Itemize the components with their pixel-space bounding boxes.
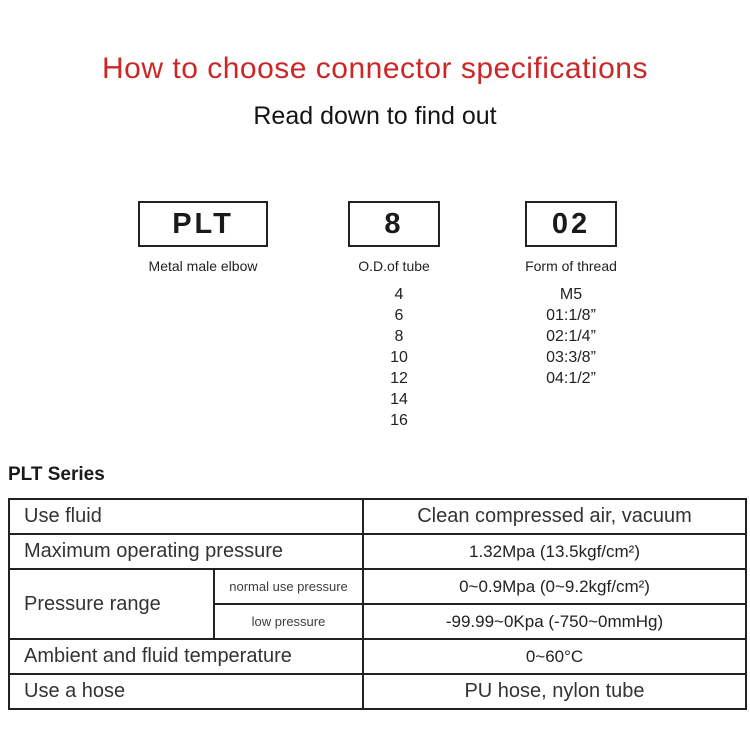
tube-size-option: 10 xyxy=(390,349,408,366)
table-row-use-fluid: Use fluid Clean compressed air, vacuum xyxy=(8,498,747,535)
page-title: How to choose connector specifications xyxy=(102,52,648,85)
page-subtitle: Read down to find out xyxy=(253,102,497,130)
thread-form-option: M5 xyxy=(559,286,583,303)
row-label: Pressure range xyxy=(8,568,215,640)
thread-form-option: 02:1/4” xyxy=(546,328,596,345)
model-code-box-series: PLT xyxy=(138,201,268,247)
series-heading: PLT Series xyxy=(8,464,105,485)
tube-size-option: 4 xyxy=(394,286,404,303)
thread-form-option: 04:1/2” xyxy=(546,370,596,387)
model-code-label-tube-od: O.D.of tube xyxy=(358,258,430,274)
table-row-pressure-range-normal: Pressure range normal use pressure 0~0.9… xyxy=(8,568,747,640)
table-row-hose: Use a hose PU hose, nylon tube xyxy=(8,673,747,710)
row-label: Use a hose xyxy=(8,673,364,710)
row-sub-label: normal use pressure xyxy=(213,568,364,605)
spec-table: Use fluid Clean compressed air, vacuum M… xyxy=(8,498,747,710)
tube-size-option: 16 xyxy=(390,412,408,429)
thread-form-option: 01:1/8” xyxy=(546,307,596,324)
tube-size-option-list: 4 6 8 10 12 14 16 xyxy=(344,284,454,431)
row-value: 1.32Mpa (13.5kgf/cm²) xyxy=(362,533,747,570)
row-label: Ambient and fluid temperature xyxy=(8,638,364,675)
row-value: -99.99~0Kpa (-750~0mmHg) xyxy=(362,603,747,640)
model-code-label-series: Metal male elbow xyxy=(148,258,258,274)
row-value: Clean compressed air, vacuum xyxy=(362,498,747,535)
row-sub-label: low pressure xyxy=(213,603,364,640)
tube-size-option: 6 xyxy=(394,307,404,324)
row-label: Use fluid xyxy=(8,498,364,535)
thread-form-option-list: M5 01:1/8” 02:1/4” 03:3/8” 04:1/2” xyxy=(516,284,626,389)
model-code-box-thread: 02 xyxy=(525,201,617,247)
model-code-box-tube-od: 8 xyxy=(348,201,440,247)
table-row-temperature: Ambient and fluid temperature 0~60°C xyxy=(8,638,747,675)
tube-size-option: 8 xyxy=(394,328,404,345)
row-label: Maximum operating pressure xyxy=(8,533,364,570)
table-row-pressure-range-low: low pressure -99.99~0Kpa (-750~0mmHg) xyxy=(9,603,747,640)
table-row-max-pressure: Maximum operating pressure 1.32Mpa (13.5… xyxy=(8,533,747,570)
row-value: 0~60°C xyxy=(362,638,747,675)
row-value: 0~0.9Mpa (0~9.2kgf/cm²) xyxy=(362,568,747,605)
tube-size-option: 14 xyxy=(390,391,408,408)
thread-form-option: 03:3/8” xyxy=(546,349,596,366)
row-value: PU hose, nylon tube xyxy=(362,673,747,710)
model-code-label-thread: Form of thread xyxy=(525,258,617,274)
tube-size-option: 12 xyxy=(390,370,408,387)
